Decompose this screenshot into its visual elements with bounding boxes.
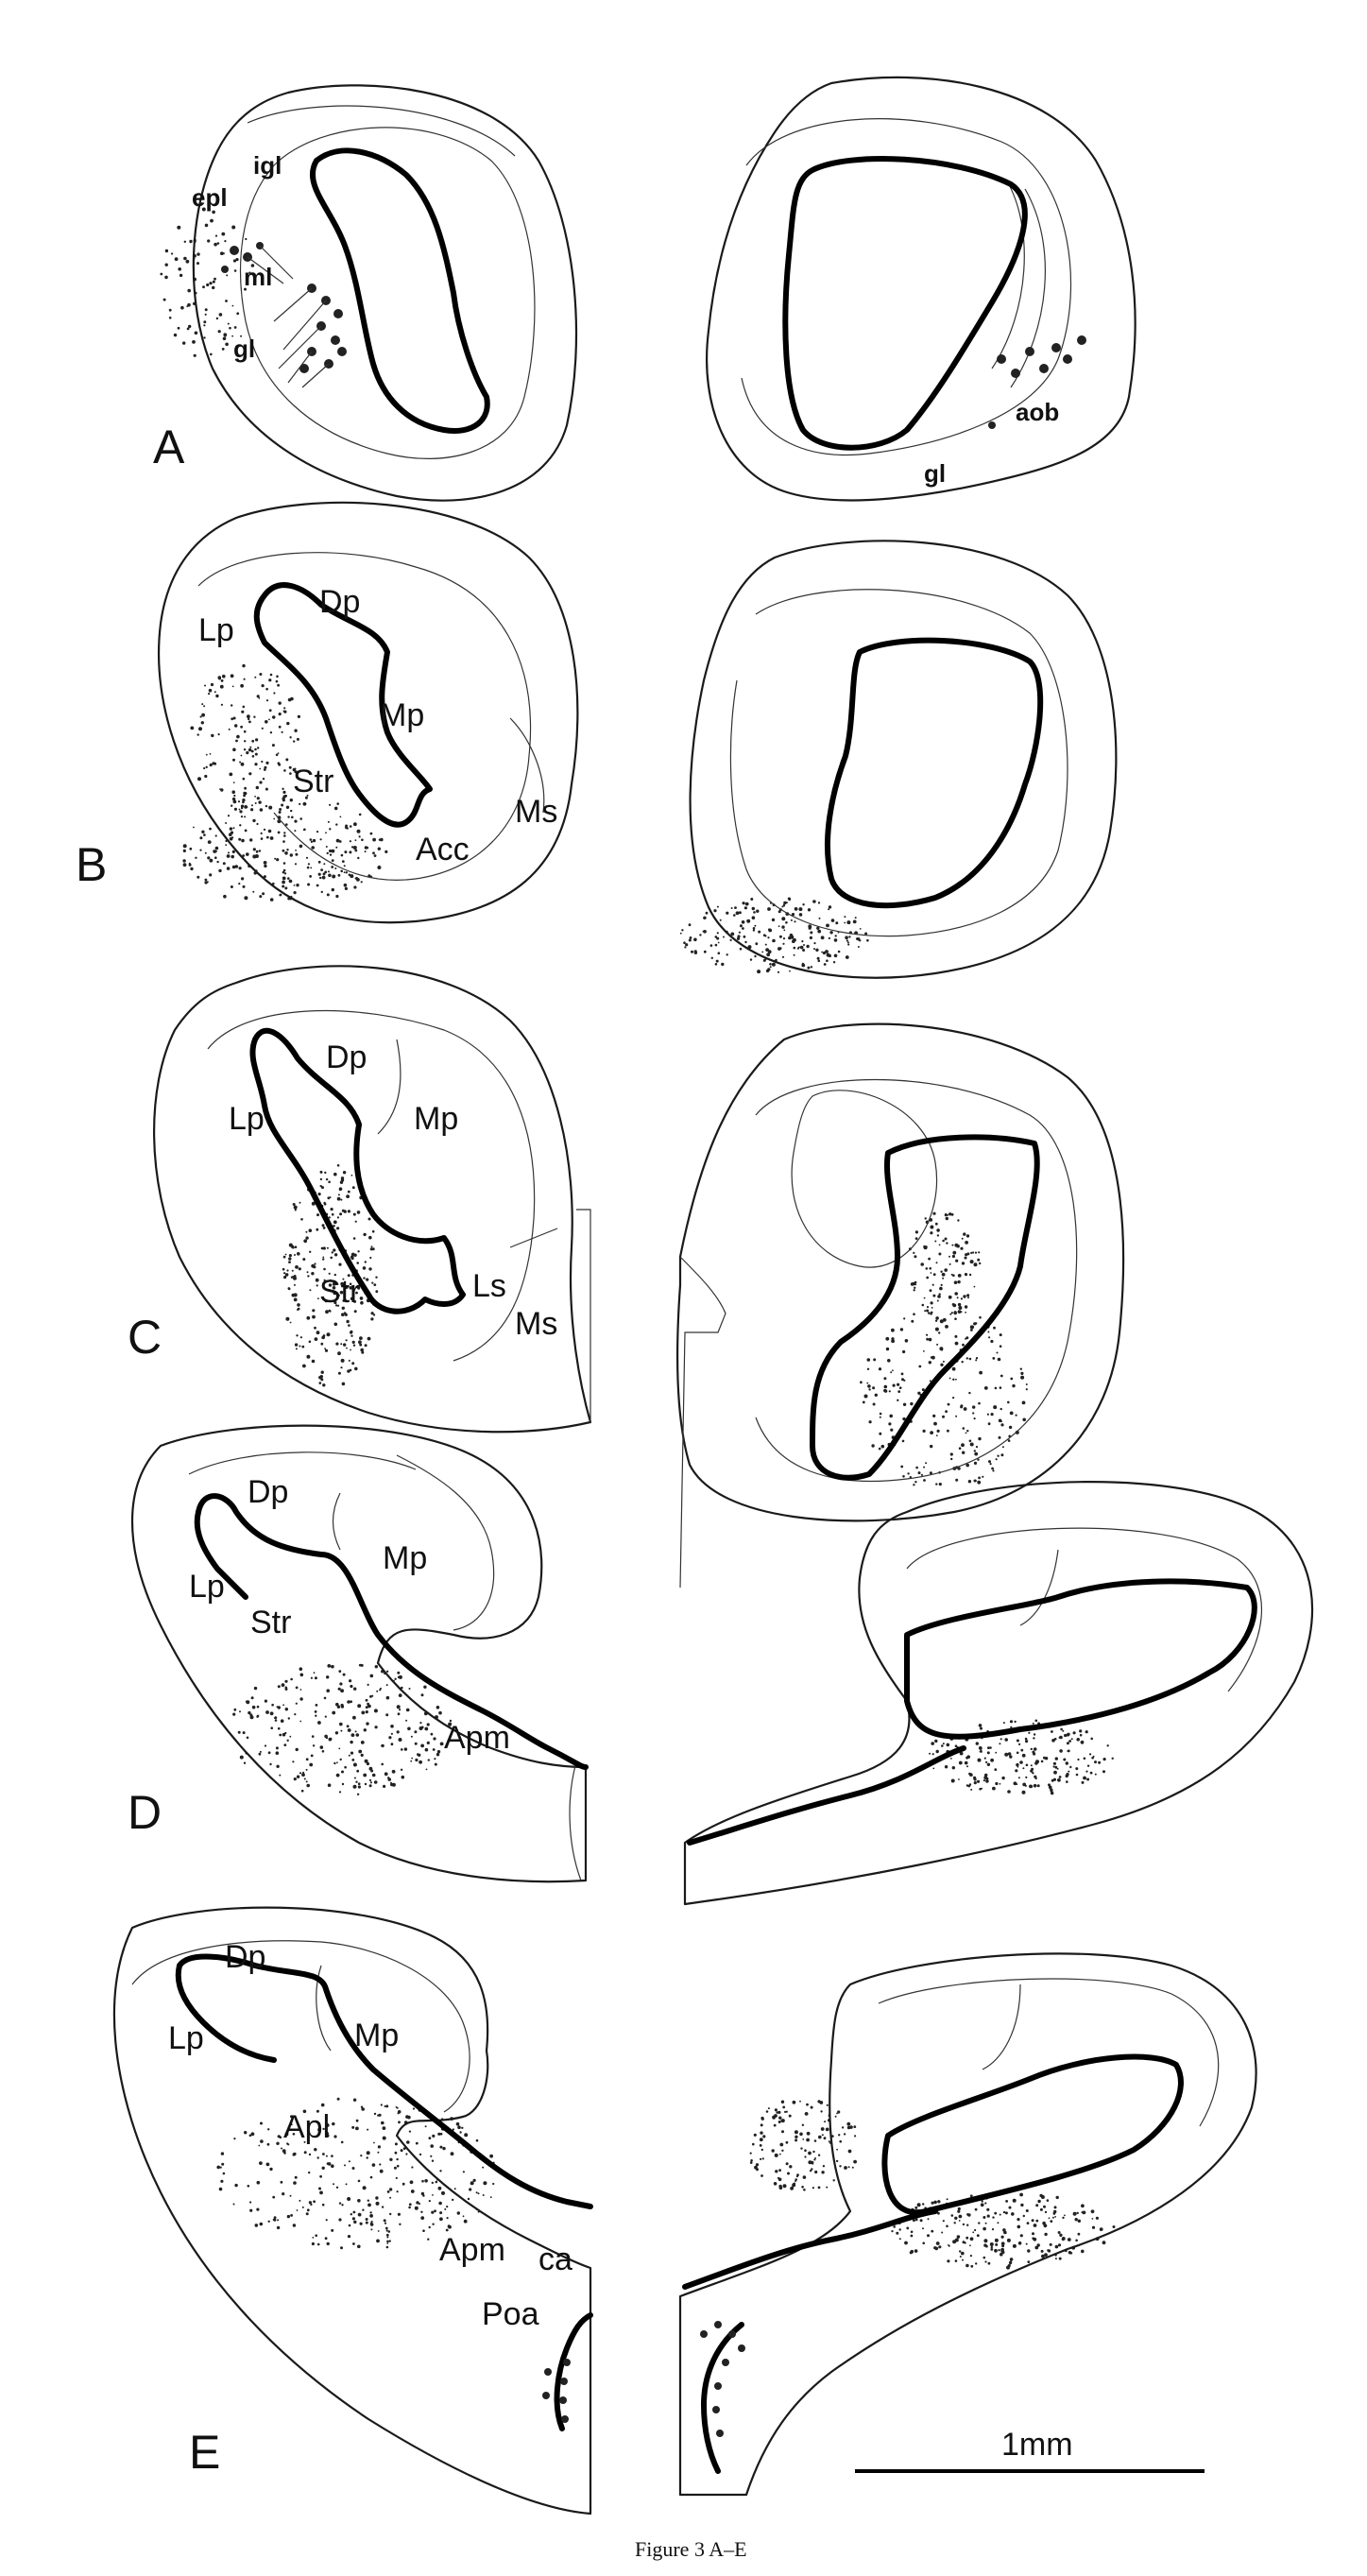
panel-c-left-outline [153,965,592,1434]
label-mp-b: Mp [380,697,424,733]
panel-letter-a: A [153,421,185,473]
panel-e: Dp Mp Lp Apl Apm ca Poa E [112,1906,1257,2516]
label-lp-e: Lp [168,2020,204,2056]
panel-e-left-neurons [542,2359,571,2423]
panel-b-right-ventricle [825,637,1044,909]
stipple-shading [160,207,1116,2270]
label-str-d: Str [250,1605,291,1640]
panel-a-left-neurons [221,242,347,388]
figure-caption: Figure 3 A–E [635,2537,747,2561]
label-dp-d: Dp [248,1474,288,1510]
panel-e-right-neurons [700,2321,745,2437]
label-str-b: Str [293,764,333,799]
label-mp-c: Mp [414,1101,458,1137]
label-mp-e: Mp [354,2018,399,2053]
label-ms-c: Ms [515,1306,557,1342]
label-lp-d: Lp [189,1569,225,1605]
label-lp-b: Lp [198,612,234,648]
panel-c-left-ventricle [249,1027,466,1314]
panel-letter-c: C [128,1311,162,1364]
panel-c-right-outline [675,1022,1125,1522]
panel-d-right-outline [683,1481,1314,1906]
label-ls-c: Ls [472,1268,506,1304]
label-poa-e: Poa [482,2296,539,2332]
panel-a-right-neurons [988,335,1086,429]
label-apl-e: Apl [283,2109,330,2145]
panel-b: Dp Lp Mp Str Ms Acc B [76,501,1118,979]
label-apm-e: Apm [439,2232,505,2268]
panel-e-left-ventricle [177,1953,593,2209]
scale-bar: 1mm [855,2427,1205,2473]
label-gl-a-left: gl [233,335,255,363]
panel-b-left-outline [158,501,579,924]
panel-letter-d: D [128,1786,162,1839]
panel-a: igl epl ml gl A aob gl [153,76,1136,502]
scale-bar-label: 1mm [1001,2427,1073,2463]
label-gl-a-right: gl [924,459,946,488]
label-epl: epl [192,183,228,212]
label-aob: aob [1016,398,1059,426]
panel-b-right-outline [689,540,1118,979]
label-acc-b: Acc [416,832,470,867]
label-str-c: Str [319,1274,360,1310]
label-apm-d: Apm [444,1720,510,1756]
label-dp-c: Dp [326,1039,367,1075]
label-ca-e: ca [538,2241,572,2277]
label-ms-b: Ms [515,794,557,830]
panel-a-right-outline [706,76,1136,502]
label-dp-e: Dp [225,1939,265,1975]
label-mp-d: Mp [383,1540,427,1576]
label-igl: igl [253,151,282,180]
panel-d-right-ventricle [904,1578,1257,1740]
label-lp-c: Lp [229,1101,265,1137]
panel-e-right-ventricle [881,2053,1184,2216]
panel-e-right-outline [678,1952,1257,2497]
panel-c-right-ventricle [810,1134,1040,1481]
panel-d: Dp Mp Lp Str Apm D [128,1424,1314,1906]
panel-e-left-outline [112,1906,592,2516]
panel-d-left-outline [131,1424,588,1883]
panel-c: Dp Lp Mp Str Ls Ms C [128,965,1125,1589]
panel-letter-e: E [189,2426,220,2479]
label-dp-b: Dp [319,584,360,620]
panel-a-left-outline [192,84,578,502]
panel-a-left-ventricle [309,147,490,434]
panel-d-left-ventricle [196,1493,589,1770]
panel-a-right-ventricle [782,156,1028,451]
panel-letter-b: B [76,838,107,891]
panel-b-left-ventricle [253,582,433,828]
label-ml: ml [244,263,272,291]
